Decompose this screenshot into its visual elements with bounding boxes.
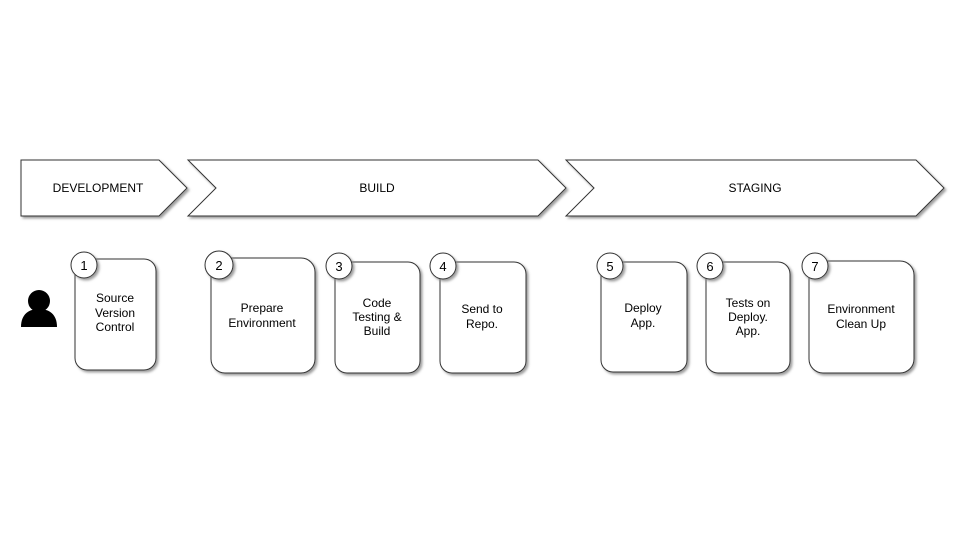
step-1-badge: [70, 251, 98, 279]
step-6-number: 6: [706, 259, 713, 274]
step-3-label-line-1: Code: [363, 296, 392, 310]
stage-build: BUILD: [186, 159, 567, 217]
step-5-label-line-2: App.: [631, 316, 656, 330]
step-6-card: [705, 261, 791, 374]
step-7-badge: [801, 252, 829, 280]
step-4-number: 4: [439, 259, 446, 274]
step-7-number: 7: [811, 259, 818, 274]
step-5-label-line-1: Deploy: [624, 301, 661, 315]
step-3-card: [334, 261, 421, 374]
step-6-badge: [696, 252, 724, 280]
step-2-label-line-1: Prepare: [241, 301, 284, 315]
step-2-badge: [204, 250, 234, 280]
step-3-label-line-3: Build: [364, 324, 391, 338]
step-1-label-line-1: Source: [96, 291, 134, 305]
step-5-card: [600, 261, 688, 373]
step-1-card: [74, 258, 157, 371]
step-7-card: [808, 260, 915, 374]
step-source-version-control: 1 Source Version Control: [70, 251, 157, 371]
step-3-badge: [325, 252, 353, 280]
stage-staging: STAGING: [564, 159, 945, 217]
step-code-testing-build: 3 Code Testing & Build: [325, 252, 421, 374]
step-3-number: 3: [335, 259, 342, 274]
step-2-number: 2: [215, 258, 222, 273]
user-icon: [21, 290, 57, 327]
step-6-label-line-2: Deploy.: [728, 310, 768, 324]
stage-development: DEVELOPMENT: [20, 159, 188, 217]
step-7-label-line-1: Environment: [827, 302, 895, 316]
step-6-label-line-3: App.: [736, 324, 761, 338]
step-3-label-line-2: Testing &: [352, 310, 401, 324]
step-environment-clean-up: 7 Environment Clean Up: [801, 252, 915, 374]
stage-build-label: BUILD: [359, 181, 395, 195]
step-prepare-environment: 2 Prepare Environment: [204, 250, 316, 374]
stage-staging-shape: [564, 159, 945, 217]
step-4-label-line-2: Repo.: [466, 317, 498, 331]
step-2-label-line-2: Environment: [228, 316, 296, 330]
stage-development-label: DEVELOPMENT: [53, 181, 144, 195]
step-4-label-line-1: Send to: [461, 302, 503, 316]
step-7-label-line-2: Clean Up: [836, 317, 886, 331]
step-5-badge: [596, 252, 624, 280]
step-5-number: 5: [606, 259, 613, 274]
stage-build-shape: [186, 159, 567, 217]
step-6-label-line-1: Tests on: [726, 296, 771, 310]
step-deploy-app: 5 Deploy App.: [596, 252, 688, 373]
step-1-number: 1: [80, 258, 87, 273]
step-4-card: [439, 261, 527, 374]
step-1-label-line-2: Version: [95, 306, 135, 320]
step-2-card: [210, 257, 316, 374]
step-4-badge: [429, 252, 457, 280]
stage-development-shape: [20, 159, 188, 217]
step-tests-on-deploy-app: 6 Tests on Deploy. App.: [696, 252, 791, 374]
stage-staging-label: STAGING: [728, 181, 781, 195]
step-send-to-repo: 4 Send to Repo.: [429, 252, 527, 374]
step-1-label-line-3: Control: [96, 320, 135, 334]
